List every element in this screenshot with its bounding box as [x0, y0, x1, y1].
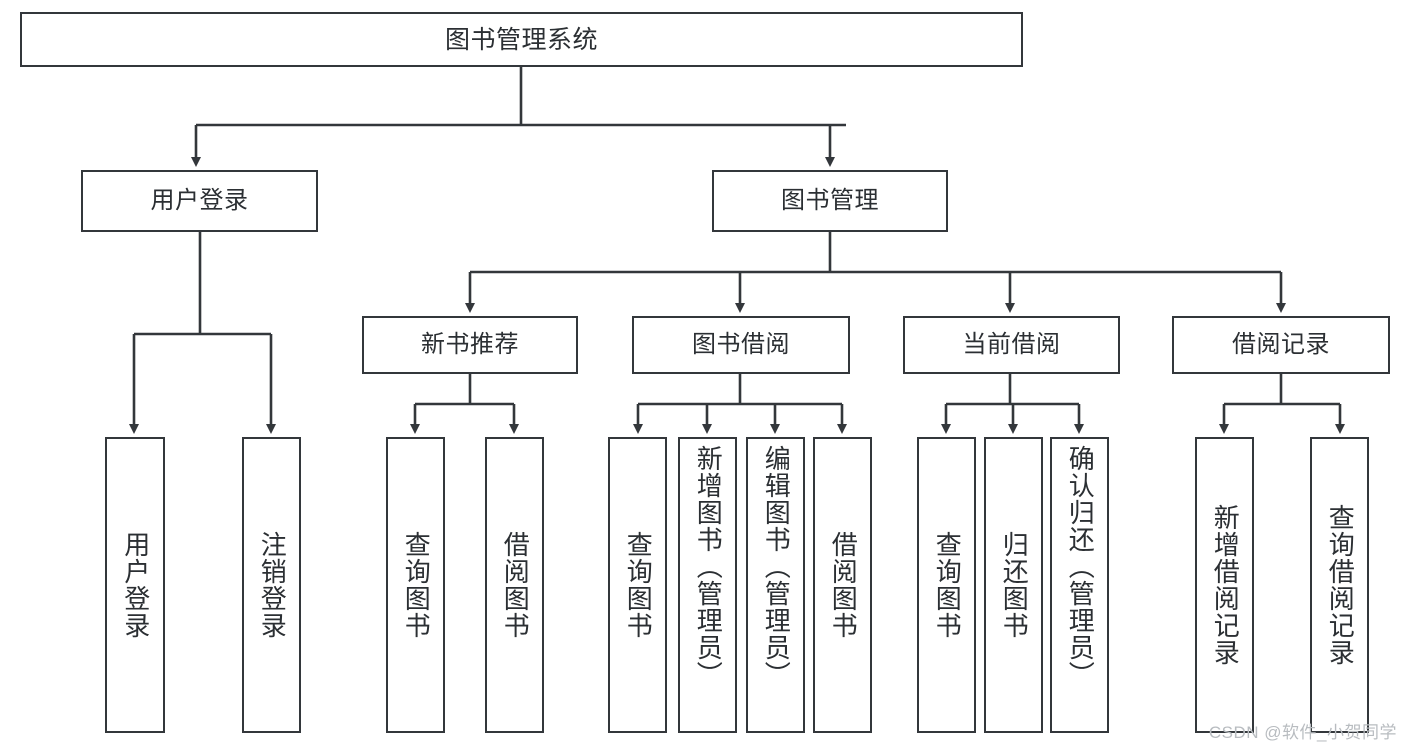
edges-currentborrow-to-leaves [941, 374, 1084, 434]
node-user-login[interactable]: 用户登录 [81, 170, 318, 232]
node-leaf-add-borrow-record[interactable]: 新增借阅记录 [1195, 437, 1254, 733]
node-leaf-confirm-return-admin[interactable]: 确认归还（管理员） [1050, 437, 1109, 733]
node-new-book-recommend[interactable]: 新书推荐 [362, 316, 578, 374]
node-label: 用户登录 [150, 186, 249, 214]
node-label: 借阅图书 [828, 531, 859, 639]
node-borrow-record[interactable]: 借阅记录 [1172, 316, 1390, 374]
node-label: 借阅记录 [1232, 330, 1330, 358]
node-label: 注销登录 [257, 531, 288, 639]
node-leaf-logout[interactable]: 注销登录 [242, 437, 301, 733]
node-leaf-query-borrow-record[interactable]: 查询借阅记录 [1310, 437, 1369, 733]
node-label: 编辑图书（管理员） [761, 445, 792, 688]
edges-userlogin-to-leaves [129, 232, 276, 434]
node-leaf-return-book[interactable]: 归还图书 [984, 437, 1043, 733]
node-current-borrow[interactable]: 当前借阅 [903, 316, 1120, 374]
edges-newbook-to-leaves [410, 374, 519, 434]
edges-bookborrow-to-leaves [633, 374, 847, 434]
node-leaf-query-book-borrow[interactable]: 查询图书 [608, 437, 667, 733]
node-leaf-user-login[interactable]: 用户登录 [105, 437, 165, 733]
node-leaf-query-book-current[interactable]: 查询图书 [917, 437, 976, 733]
node-leaf-edit-book-admin[interactable]: 编辑图书（管理员） [746, 437, 805, 733]
node-label: 查询图书 [401, 531, 432, 639]
node-label: 图书管理系统 [444, 25, 598, 54]
node-root-book-management-system[interactable]: 图书管理系统 [20, 12, 1023, 67]
node-label: 借阅图书 [500, 531, 531, 639]
node-book-management[interactable]: 图书管理 [712, 170, 948, 232]
node-leaf-query-book-recommend[interactable]: 查询图书 [386, 437, 445, 733]
node-label: 用户登录 [120, 531, 151, 639]
node-label: 当前借阅 [962, 330, 1061, 358]
node-label: 查询借阅记录 [1325, 504, 1356, 666]
node-leaf-add-book-admin[interactable]: 新增图书（管理员） [678, 437, 737, 733]
edges-bookmgmt-to-level3 [465, 232, 1286, 313]
node-label: 图书管理 [781, 186, 879, 214]
node-label: 归还图书 [999, 531, 1030, 639]
node-book-borrow[interactable]: 图书借阅 [632, 316, 850, 374]
edges-root-to-level2 [191, 67, 846, 167]
node-label: 查询图书 [932, 531, 963, 639]
node-label: 新增图书（管理员） [693, 445, 724, 688]
node-label: 确认归还（管理员） [1065, 445, 1096, 688]
node-label: 图书借阅 [692, 330, 790, 358]
edges-borrowrecord-to-leaves [1219, 374, 1345, 434]
node-leaf-borrow-book-recommend[interactable]: 借阅图书 [485, 437, 544, 733]
node-leaf-borrow-book[interactable]: 借阅图书 [813, 437, 872, 733]
node-label: 新增借阅记录 [1210, 504, 1241, 666]
node-label: 查询图书 [623, 531, 654, 639]
node-label: 新书推荐 [421, 330, 519, 358]
